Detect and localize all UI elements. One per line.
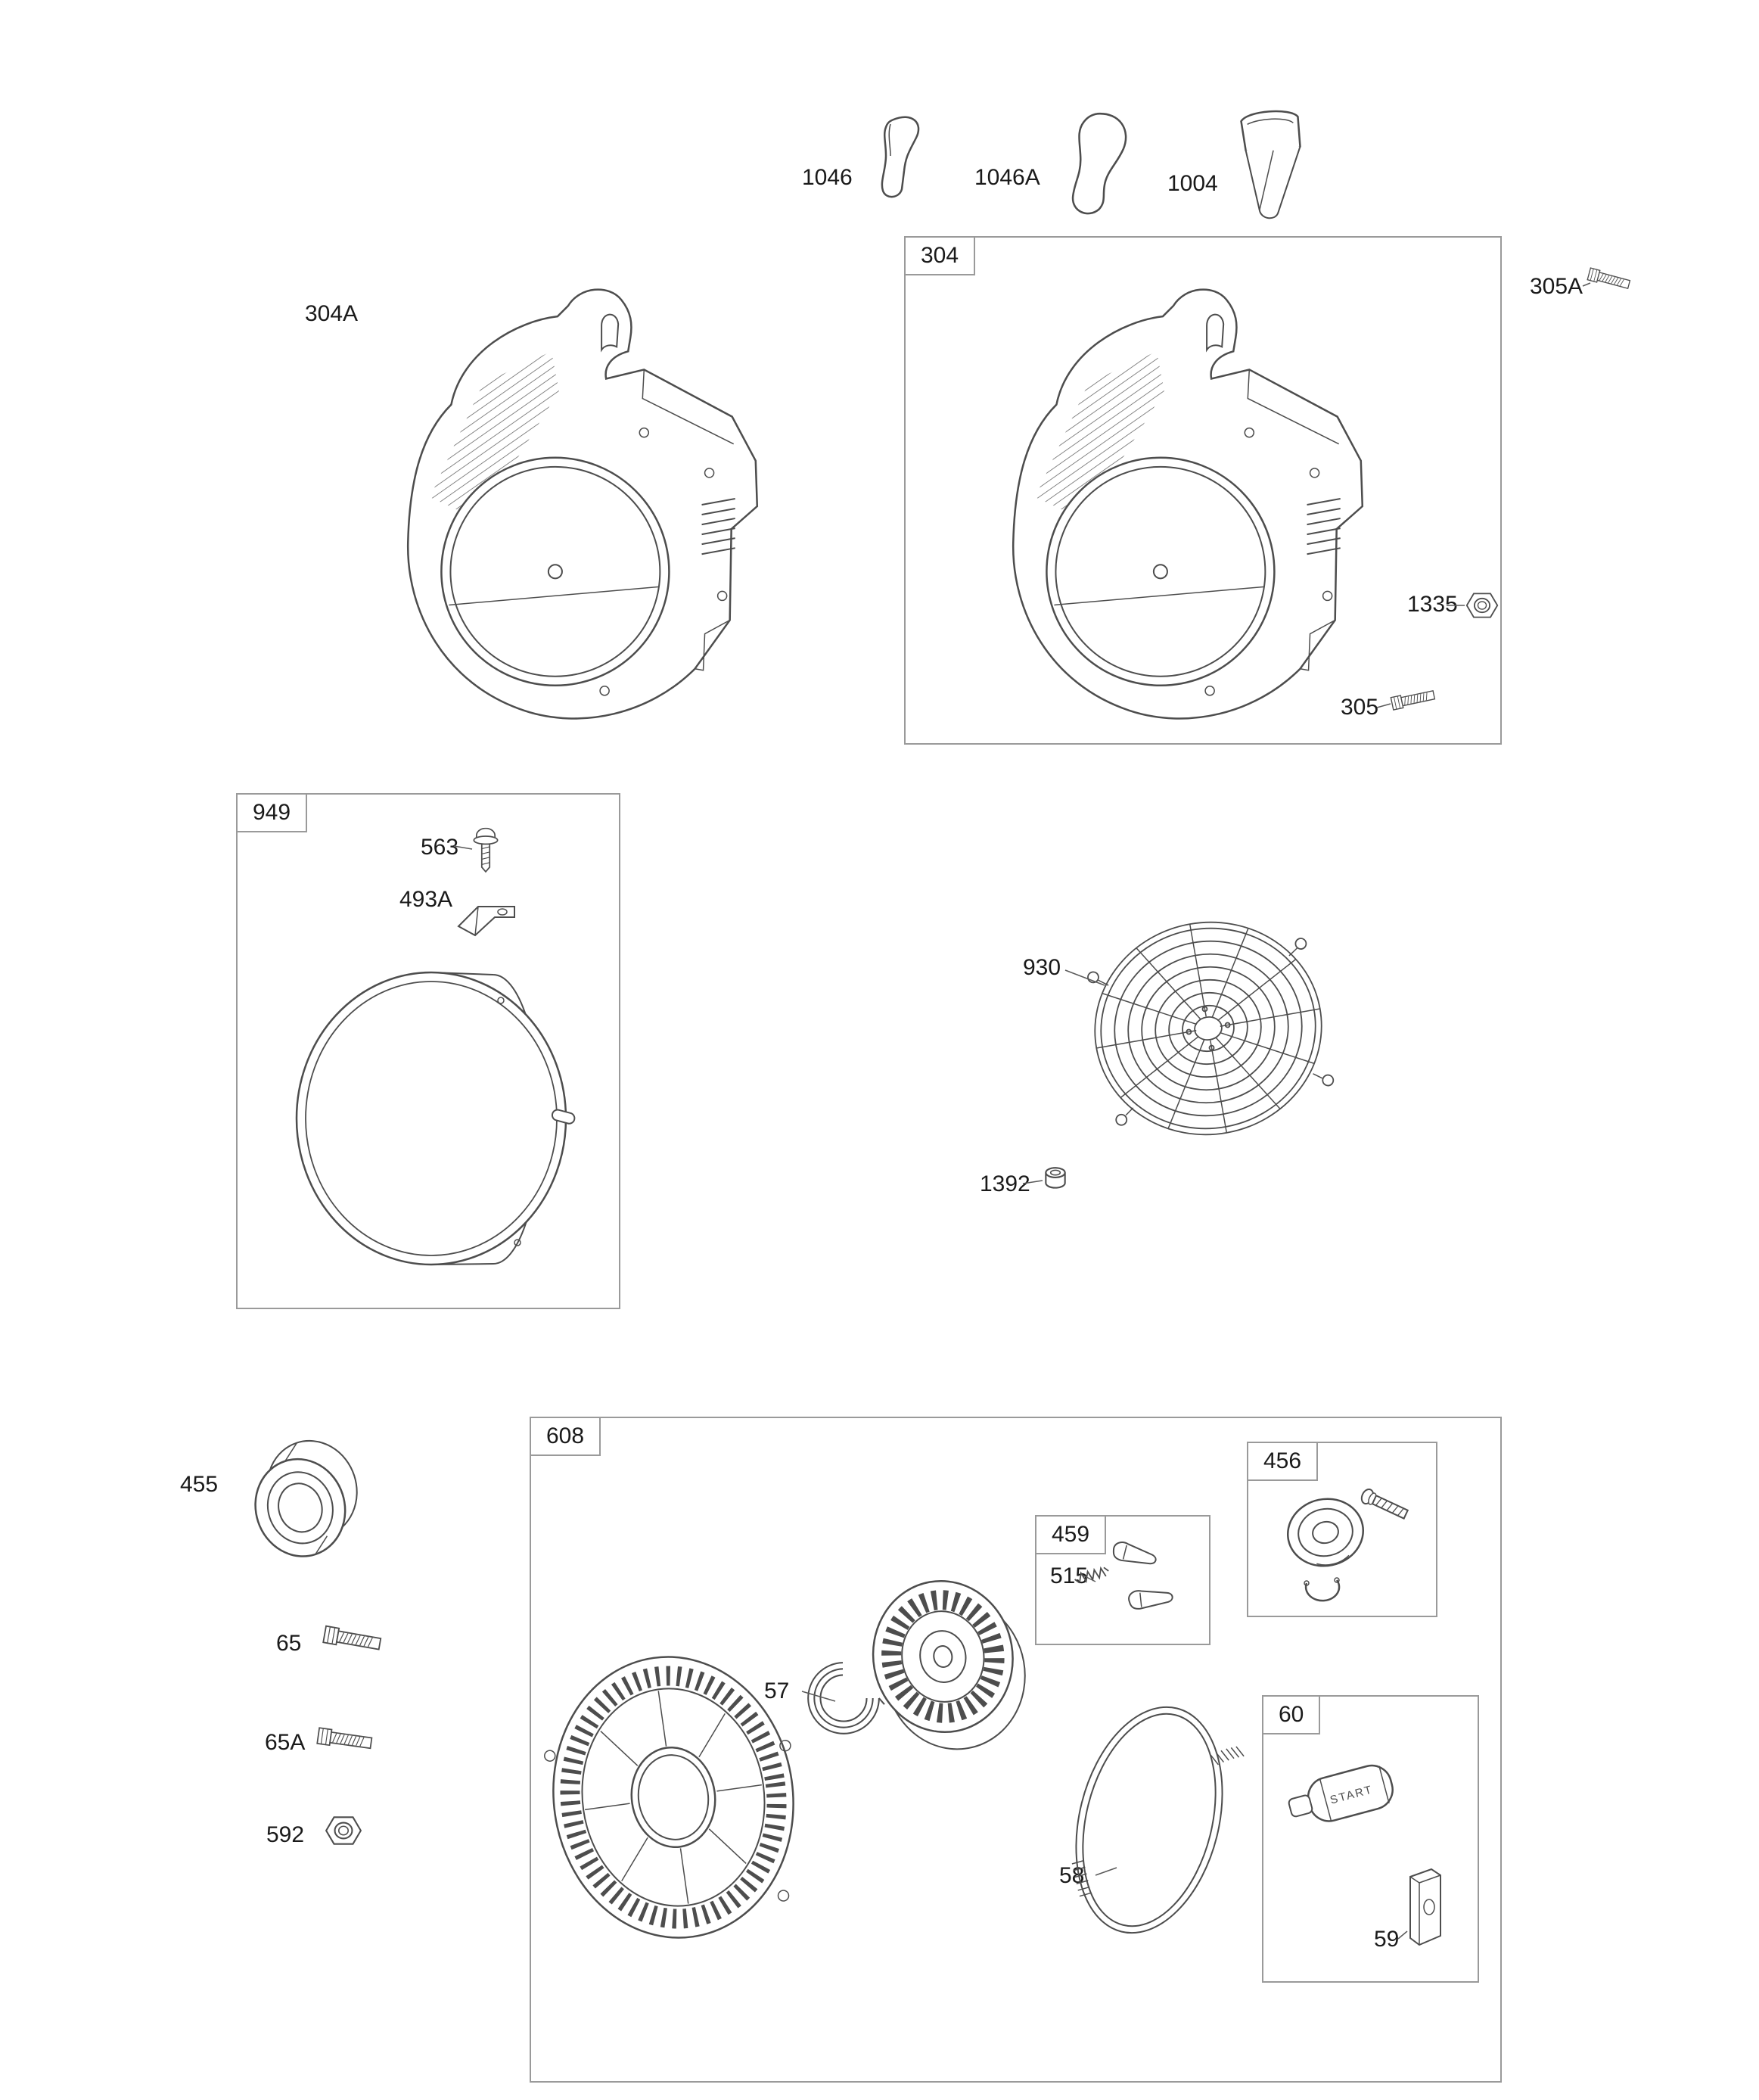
nut-1335-drawing — [1465, 590, 1500, 621]
group-box-304: 304 — [904, 236, 1502, 745]
nut-592-drawing — [324, 1813, 363, 1848]
starter-pulley-drawing — [872, 1580, 1026, 1750]
callout-59: 59 — [1374, 1927, 1400, 1952]
group-box-60: 60 — [1262, 1695, 1479, 1983]
callout-1392: 1392 — [980, 1171, 1030, 1196]
callout-305: 305 — [1341, 695, 1379, 720]
rewind-spring-57-drawing — [807, 1662, 885, 1734]
callout-304A: 304A — [305, 301, 359, 326]
callout-1046A: 1046A — [974, 165, 1040, 190]
callout-455: 455 — [180, 1472, 219, 1497]
callout-493A: 493A — [399, 887, 453, 912]
air-guide-1004-drawing — [1240, 110, 1301, 219]
grommet-1392-drawing — [1041, 1165, 1070, 1193]
callout-930: 930 — [1023, 955, 1061, 980]
group-label-949: 949 — [236, 793, 308, 832]
callout-305A: 305A — [1530, 274, 1583, 299]
blower-housing-304-drawing — [982, 277, 1385, 733]
bolt-305A-drawing — [1583, 261, 1636, 298]
trim-piece-1046A-drawing — [1071, 113, 1127, 215]
group-label-456: 456 — [1247, 1442, 1319, 1481]
callout-65: 65 — [276, 1631, 302, 1656]
retainer-456-drawing — [1286, 1489, 1409, 1602]
group-label-304: 304 — [904, 236, 976, 275]
callout-57: 57 — [764, 1678, 790, 1703]
starter-housing-drawing — [544, 1656, 794, 1939]
group-box-456: 456 — [1247, 1442, 1437, 1617]
fan-guard-930-drawing — [1087, 921, 1335, 1136]
screw-563-drawing — [471, 826, 501, 876]
callout-1335: 1335 — [1407, 592, 1458, 617]
callout-592: 592 — [266, 1822, 305, 1847]
callout-1004: 1004 — [1167, 171, 1218, 196]
blower-housing-304A-drawing — [377, 277, 779, 733]
cover-drum-949-drawing — [295, 971, 576, 1266]
pawl-kit-459-drawing — [1074, 1542, 1173, 1610]
group-box-608: 608 — [530, 1417, 1502, 2083]
bushing-455-drawing — [254, 1439, 358, 1557]
ring-spring-58-drawing — [1071, 1706, 1245, 1934]
group-label-459: 459 — [1035, 1515, 1107, 1554]
group-box-949: 949 — [236, 793, 620, 1309]
group-label-60: 60 — [1262, 1695, 1321, 1734]
bracket-493A-drawing — [452, 894, 521, 940]
callout-1046: 1046 — [802, 165, 853, 190]
group-box-459: 459 — [1035, 1515, 1210, 1645]
bolt-65-drawing — [318, 1616, 387, 1663]
trim-piece-1046-drawing — [881, 116, 920, 198]
handle-insert-59-drawing — [1409, 1868, 1441, 1946]
callout-65A: 65A — [265, 1730, 306, 1755]
starter-handle-drawing: START — [1288, 1764, 1394, 1822]
group-label-608: 608 — [530, 1417, 601, 1456]
bolt-65A-drawing — [312, 1719, 377, 1761]
callout-515: 515 — [1050, 1563, 1089, 1588]
callout-563: 563 — [421, 835, 459, 860]
